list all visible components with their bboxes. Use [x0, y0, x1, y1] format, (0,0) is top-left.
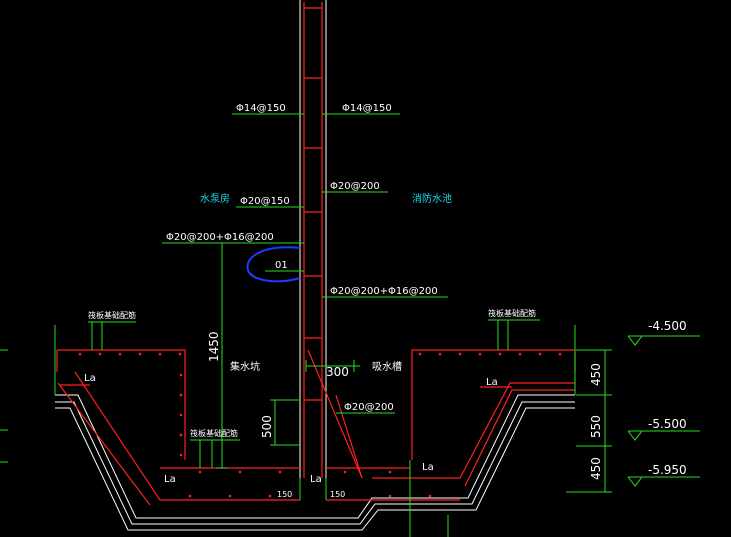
detail-marker-label: 01	[275, 260, 288, 271]
raft-label-left: 筏板基础配筋	[88, 310, 136, 320]
dim-pit-depth: 1450	[207, 331, 221, 362]
text-labels: Φ14@150 Φ14@150 Φ20@200 Φ20@150 Φ20@200+…	[84, 103, 687, 499]
dim-right-top: 450	[589, 363, 603, 386]
rebar-label-pit-bottom: Φ20@200	[344, 402, 394, 413]
rebar-label-wall-mid-left: Φ20@150	[240, 196, 290, 207]
elevation-bottom: -5.950	[648, 463, 687, 477]
rebar-label-wall-mid-right: Φ20@200	[330, 181, 380, 192]
detail-marker-ring	[246, 246, 301, 283]
elevation-mid: -5.500	[648, 417, 687, 431]
rebar-dots	[78, 352, 562, 498]
dim-slab-right: 150	[330, 490, 345, 499]
dim-lower: 500	[260, 415, 274, 438]
raft-label-pit: 筏板基础配筋	[190, 428, 238, 438]
anchorage-label-wall: La	[310, 474, 322, 485]
room-label-suction-trough: 吸水槽	[372, 360, 402, 373]
rebar-label-wall-top-right: Φ14@150	[342, 103, 392, 114]
anchorage-label-right: La	[486, 377, 498, 388]
rebar-label-wall-combo-right: Φ20@200+Φ16@200	[330, 286, 438, 297]
rebar-lines	[56, 2, 576, 506]
room-label-pump-room: 水泵房	[200, 192, 230, 205]
anchorage-label-pit: La	[164, 474, 176, 485]
concrete-outline	[55, 0, 575, 531]
leader-lines	[0, 113, 700, 537]
dim-slab-left: 150	[277, 490, 292, 499]
dim-right-mid: 550	[589, 415, 603, 438]
room-label-fire-pool: 消防水池	[412, 192, 452, 205]
rebar-label-wall-top-left: Φ14@150	[236, 103, 286, 114]
rebar-label-wall-combo-left: Φ20@200+Φ16@200	[166, 232, 274, 243]
anchorage-label-left: La	[84, 373, 96, 384]
room-label-sump-pit: 集水坑	[230, 360, 260, 373]
anchorage-label-trough: La	[422, 462, 434, 473]
raft-label-right: 筏板基础配筋	[488, 308, 536, 318]
dim-right-bottom: 450	[589, 457, 603, 480]
dim-gap: 300	[326, 365, 349, 379]
elevation-top: -4.500	[648, 319, 687, 333]
